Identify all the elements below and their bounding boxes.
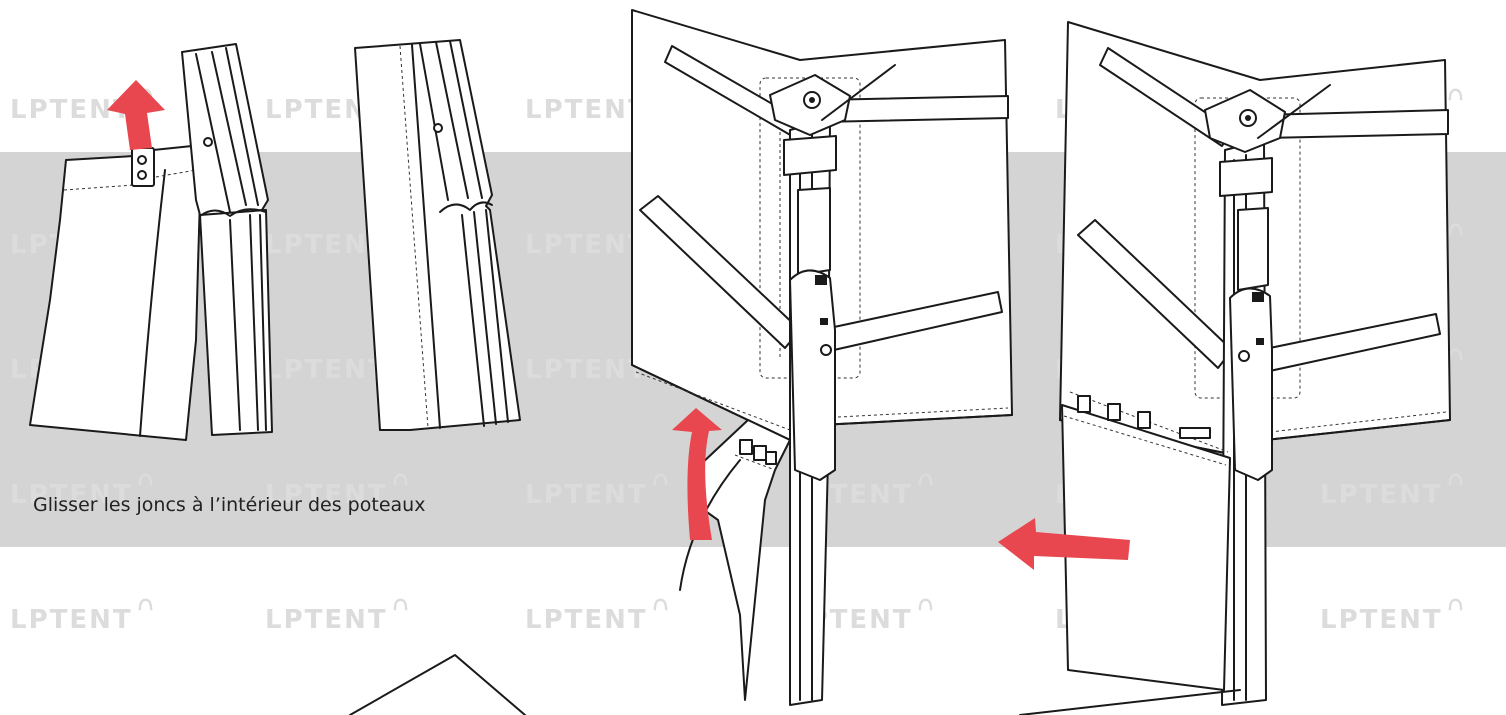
watermark-logo: LPTENT — [10, 598, 154, 635]
watermark-logo: LPTENT — [265, 348, 409, 385]
tab-row — [1077, 395, 1211, 439]
watermark-logo: LPTENT — [265, 223, 409, 260]
watermark-logo: LPTENT — [10, 473, 154, 510]
watermark-arc-icon — [1448, 223, 1462, 236]
watermark-arc-icon — [1448, 88, 1462, 101]
arrow-left — [998, 518, 1130, 570]
step-1-illustration — [29, 43, 273, 441]
watermark-arc-icon — [1448, 473, 1462, 486]
watermark-arc-icon — [393, 473, 407, 486]
watermark-logo: LPTENT — [525, 88, 669, 125]
watermark-arc-icon — [918, 473, 932, 486]
watermark-logo: LPTENT — [525, 348, 669, 385]
watermark-logo: LPTENT — [1320, 473, 1464, 510]
watermark-logo: LPTENT — [1320, 598, 1464, 635]
watermark-arc-icon — [393, 598, 407, 611]
tent-peak-outline — [349, 654, 526, 715]
watermark-arc-icon — [1448, 598, 1462, 611]
tent-corner-assembled-icon — [998, 21, 1451, 706]
pole-rail-icon — [354, 39, 521, 431]
caption-text: Glisser les joncs à l’intérieur des pote… — [33, 494, 426, 516]
watermark-logo: LPTENT — [525, 473, 669, 510]
ground-line — [1019, 689, 1241, 715]
watermark-arc-icon — [918, 598, 932, 611]
tab-row — [739, 439, 777, 465]
arrow-up — [107, 80, 165, 150]
watermark-logo: LPTENT — [265, 473, 409, 510]
tab-slide-icon — [131, 147, 155, 187]
pole-rail — [181, 43, 273, 436]
tent-corner-insert-icon — [631, 9, 1013, 706]
watermark-arc-icon — [138, 473, 152, 486]
watermark-arc-icon — [653, 473, 667, 486]
arrow-curved-up — [672, 408, 722, 540]
fabric-panel — [29, 145, 201, 441]
watermark-logo: LPTENT — [525, 598, 669, 635]
watermark-logo: LPTENT — [265, 598, 409, 635]
watermark-arc-icon — [653, 598, 667, 611]
watermark-arc-icon — [138, 598, 152, 611]
